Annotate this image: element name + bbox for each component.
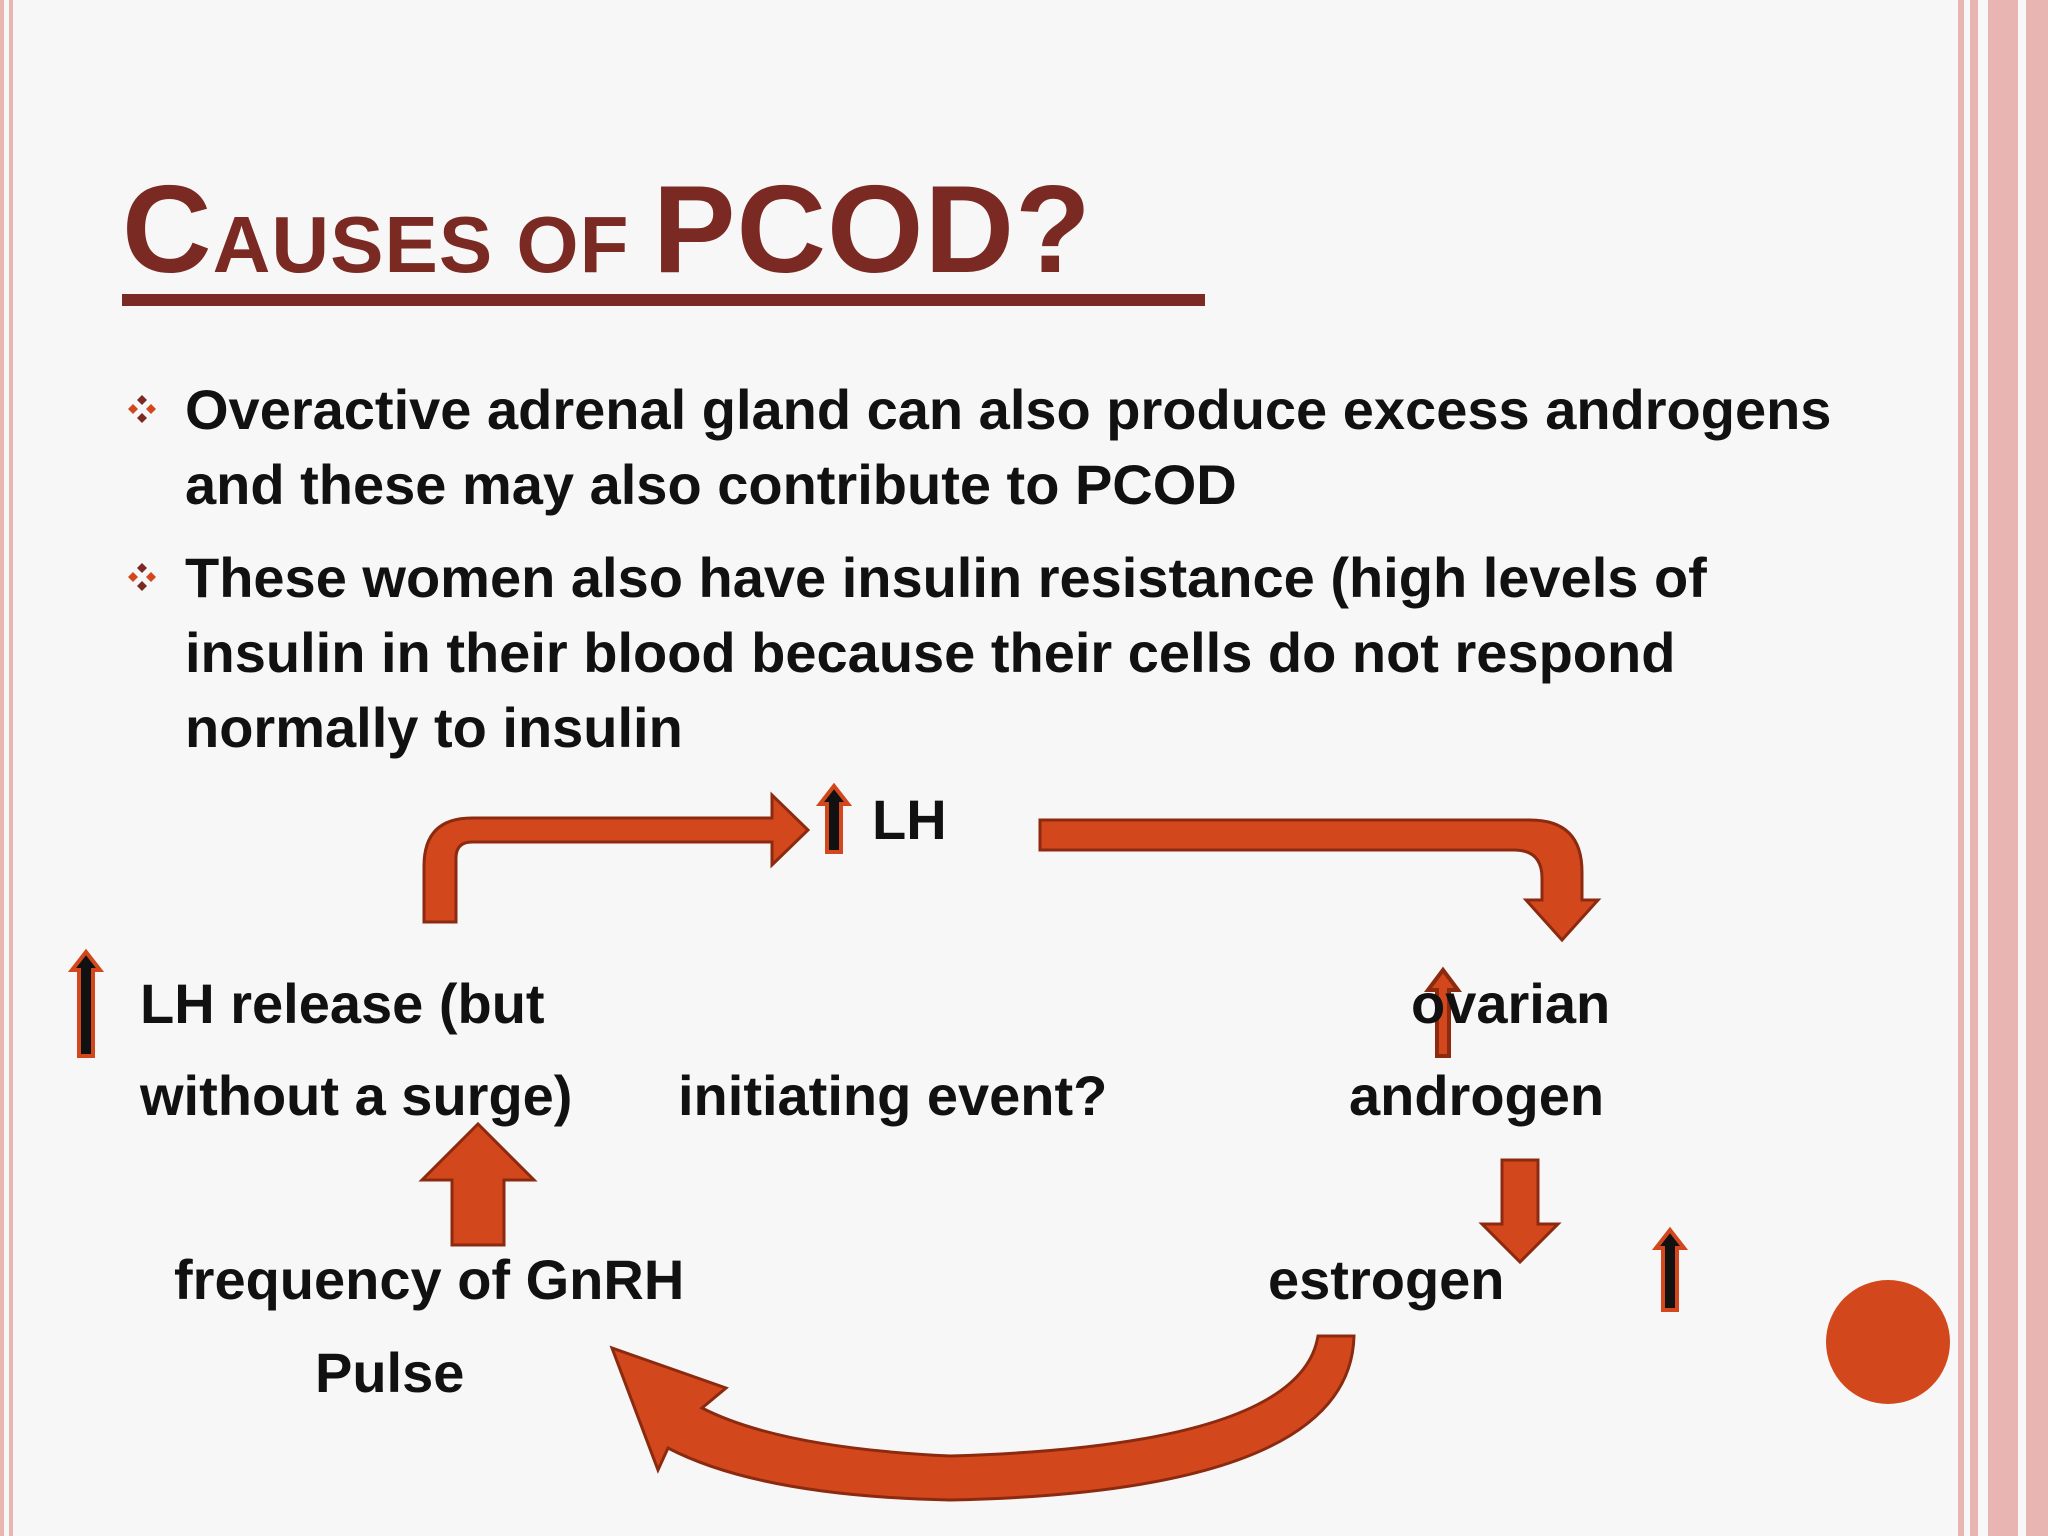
title-first-cap: C [122, 161, 213, 299]
down-block-arrow [1478, 1158, 1562, 1265]
up-block-arrow [418, 1121, 538, 1247]
estrogen-label: estrogen [1268, 1248, 1505, 1311]
four-diamond-bullet-icon [128, 563, 156, 591]
circle-decoration [1826, 1280, 1950, 1404]
title-underline [122, 294, 1205, 306]
up-arrow-icon [67, 948, 105, 1058]
ovarian-label: ovarian [1411, 972, 1611, 1035]
bullet-item: Overactive adrenal gland can also produc… [125, 372, 1845, 522]
bullet-text: These women also have insulin resistance… [185, 546, 1707, 759]
lh-release-line2: without a surge) [140, 1064, 573, 1127]
frequency-label: frequency of GnRH [174, 1248, 685, 1311]
title-tail: PCOD? [652, 161, 1092, 299]
lh-release-line1: LH release (but [140, 972, 545, 1035]
four-diamond-bullet-icon [128, 395, 156, 423]
androgen-label: androgen [1349, 1064, 1605, 1127]
initiating-event-label: initiating event? [678, 1064, 1108, 1127]
bullet-item: These women also have insulin resistance… [125, 540, 1845, 765]
right-border-stripe [1988, 0, 2018, 1536]
title-smallcaps: AUSES OF [212, 200, 653, 289]
right-border-stripe [1970, 0, 1978, 1536]
right-border [1958, 0, 2048, 1536]
bullet-list: Overactive adrenal gland can also produc… [125, 372, 1845, 783]
bent-arrow-to-lh [422, 791, 811, 924]
bullet-text: Overactive adrenal gland can also produc… [185, 378, 1832, 516]
right-border-stripe [2026, 0, 2048, 1536]
slide-title: CAUSES OF PCOD? [122, 168, 1092, 292]
left-border [0, 0, 14, 1536]
curved-return-arrow [609, 1334, 1356, 1502]
bent-arrow-to-ovarian [1038, 818, 1602, 943]
left-border-stripe [9, 0, 13, 1536]
pulse-label: Pulse [315, 1341, 465, 1404]
right-border-stripe [1958, 0, 1964, 1536]
up-arrow-icon [815, 782, 853, 854]
left-border-stripe [0, 0, 4, 1536]
lh-label: LH [872, 788, 947, 851]
up-arrow-icon [1651, 1226, 1689, 1312]
